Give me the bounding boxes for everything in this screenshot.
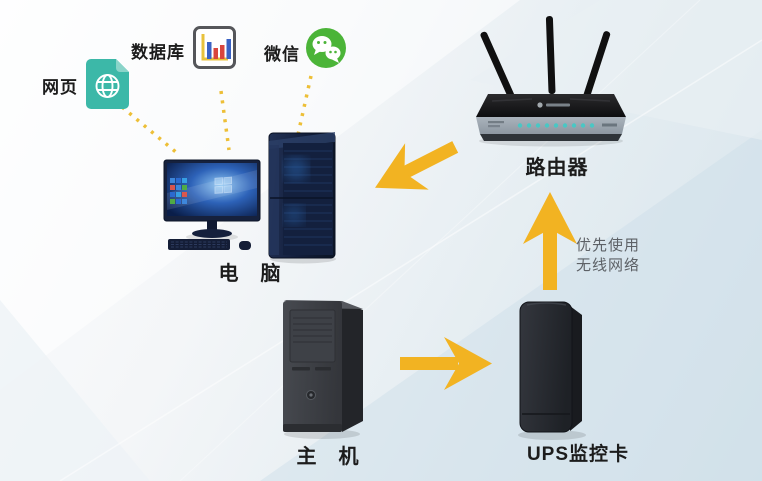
arrow-router-to-computer — [375, 141, 459, 190]
router-label: 路由器 — [525, 157, 589, 179]
web-label: 网页 — [42, 78, 78, 97]
wechat-label: 微信 — [264, 45, 300, 64]
dashed-line-database-to-computer — [219, 90, 231, 151]
computer-tower-image — [266, 127, 340, 270]
wireless-priority-note: 优先使用 无线网络 — [576, 236, 640, 275]
host-label: 主 机 — [296, 446, 360, 468]
ups-card-label: UPS监控卡 — [526, 444, 630, 465]
computer-label: 电 脑 — [218, 263, 282, 285]
dashed-line-web-to-computer — [120, 105, 179, 155]
wechat-icon — [305, 27, 347, 74]
arrow-host-to-ups — [400, 337, 492, 390]
wireless-priority-note-line2: 无线网络 — [576, 256, 641, 274]
ups-monitoring-card-image — [514, 294, 592, 447]
wireless-priority-note-line1: 优先使用 — [576, 237, 641, 254]
arrow-ups-to-router — [523, 192, 577, 290]
globe-document-icon — [86, 59, 129, 109]
pc-tower-image — [280, 293, 370, 446]
database-label: 数据库 — [131, 43, 185, 62]
wireless-router-image — [462, 14, 640, 154]
dashed-line-wechat-to-computer — [293, 75, 313, 149]
bar-chart-icon — [193, 26, 236, 69]
desktop-computer-image — [162, 158, 267, 263]
web-node — [86, 58, 130, 115]
